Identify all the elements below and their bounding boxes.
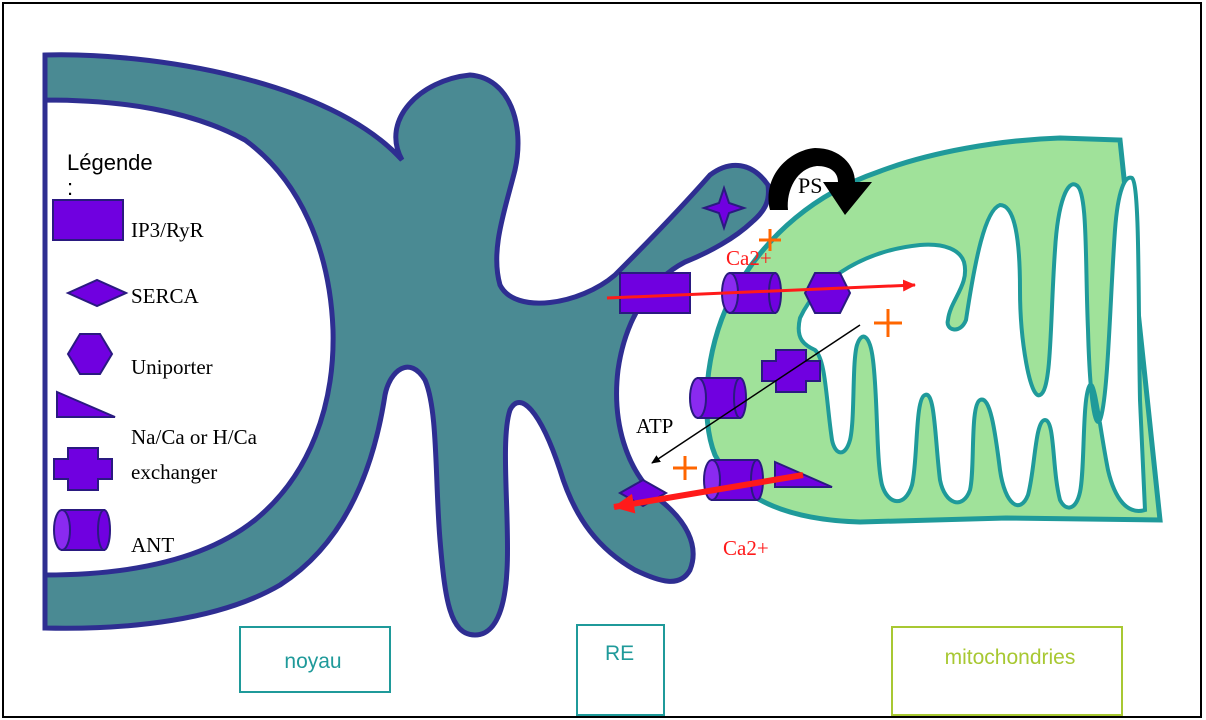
ip3-ryr-channel [619,272,691,314]
legend-title-colon: : [67,175,73,200]
cross-icon [53,447,113,491]
rectangle-icon [52,199,124,241]
ca-influx-arrow [606,279,916,300]
nucleus-label: noyau [284,650,341,673]
plus-sign-bottom [673,456,697,480]
legend-item-exchanger-line2: exchanger [131,460,217,484]
ant-cylinder-bottom [703,459,764,501]
legend-item-ant: ANT [131,533,174,557]
exchanger-triangle-bottom [774,460,833,488]
legend-item-exchanger-line1: Na/Ca or H/Ca [131,425,258,449]
plus-sign-right [874,309,902,337]
ca-label-top: Ca2+ [726,246,772,270]
atp-label: ATP [636,414,673,438]
ca-efflux-arrow [613,472,804,514]
ps-curved-arrow [768,148,872,215]
ps-label: PS [798,173,822,198]
er-label: RE [605,642,634,665]
mitochondria-label: mitochondries [945,646,1076,669]
legend-item-ip3-ryr: IP3/RyR [131,218,204,242]
legend-item-uniporter: Uniporter [131,355,213,379]
legend-title: Légende [67,150,153,175]
plus-sign-top [759,229,781,251]
nucleus-label-box: noyau [239,626,391,693]
ant-cylinder-middle [689,377,747,419]
mitochondria-cristae [796,175,1148,513]
atp-arrow [651,324,861,464]
legend: Légende : IP3/RyR SERCA Uniporter Na/Ca … [52,150,258,557]
legend-item-serca: SERCA [131,284,200,308]
ca-label-bottom: Ca2+ [723,536,769,560]
hexagon-icon [66,333,114,375]
triangle-icon [56,390,116,418]
star-icon [700,184,748,232]
diamond-icon [65,278,129,308]
uniporter-hexagon-top [803,272,852,314]
cylinder-icon [53,509,111,551]
mitochondria-label-box: mitochondries [891,626,1123,716]
er-label-box: RE [576,624,665,716]
